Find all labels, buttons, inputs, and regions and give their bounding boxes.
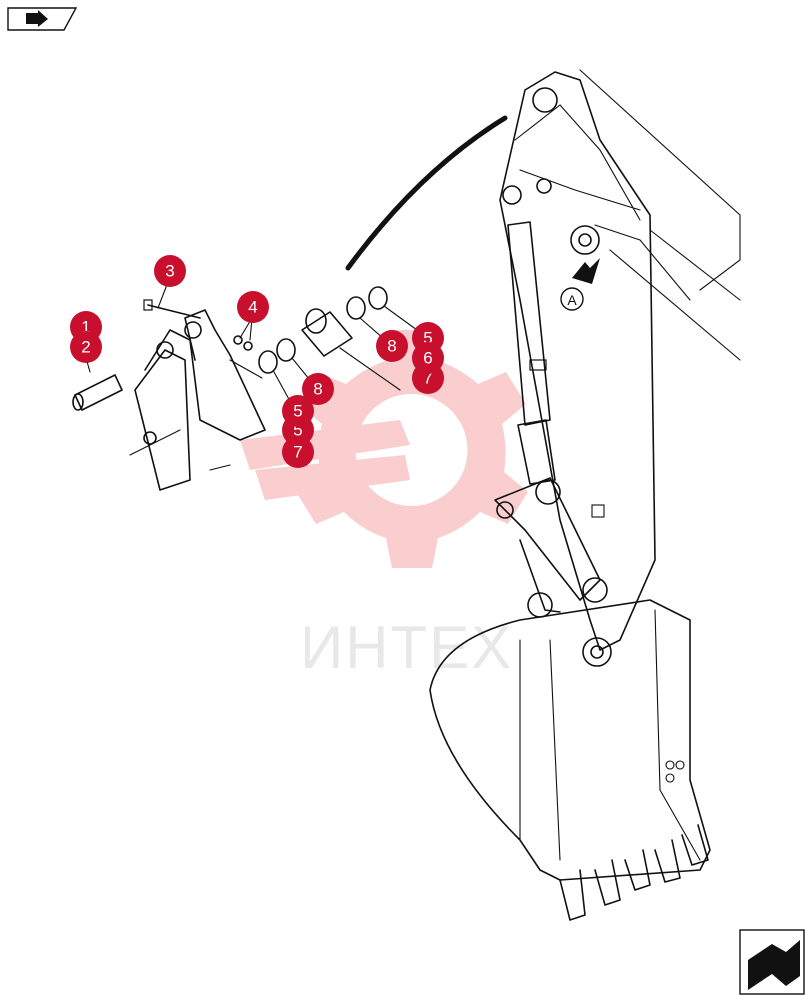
washers <box>258 286 388 374</box>
bucket-cylinder <box>507 221 556 485</box>
svg-text:5: 5 <box>423 329 432 348</box>
watermark-text: ИНТЕХ <box>300 614 513 681</box>
callout-4: 4 <box>237 291 269 323</box>
view-marker-label: A <box>567 292 577 308</box>
callout-3: 3 <box>154 255 186 287</box>
svg-text:8: 8 <box>387 337 396 356</box>
svg-text:3: 3 <box>165 262 174 281</box>
svg-text:2: 2 <box>81 338 90 357</box>
callout-2: 2 <box>70 331 102 363</box>
exploded-detail <box>72 286 401 491</box>
bushing-part <box>301 308 401 391</box>
bolt-part <box>143 299 201 319</box>
bucket <box>429 599 711 921</box>
svg-text:6: 6 <box>423 349 432 368</box>
next-page-arrow-icon[interactable] <box>739 929 805 995</box>
pin-part <box>72 374 123 411</box>
dipper-arm <box>499 69 741 651</box>
svg-text:8: 8 <box>313 380 322 399</box>
svg-text:7: 7 <box>293 443 302 462</box>
svg-text:5: 5 <box>293 421 302 440</box>
svg-text:5: 5 <box>293 402 302 421</box>
svg-text:4: 4 <box>248 298 257 317</box>
view-marker-a: A <box>560 258 600 311</box>
callout-8-upper: 8 <box>376 330 408 362</box>
bucket-teeth <box>559 824 709 921</box>
nuts-part <box>233 335 253 351</box>
detail-leader-line <box>345 115 508 271</box>
callout-6-upper: 6 <box>412 342 444 374</box>
callout-5-lower: 5 <box>282 395 314 427</box>
callout-7-lower: 7 <box>282 436 314 468</box>
svg-text:1: 1 <box>81 318 90 337</box>
watermark: ИНТЕХ <box>240 330 528 681</box>
book-arrow-icon[interactable] <box>7 7 78 31</box>
watermark-gear-icon <box>240 330 528 568</box>
svg-text:7: 7 <box>423 369 432 388</box>
callout-8-lower: 8 <box>302 373 334 405</box>
